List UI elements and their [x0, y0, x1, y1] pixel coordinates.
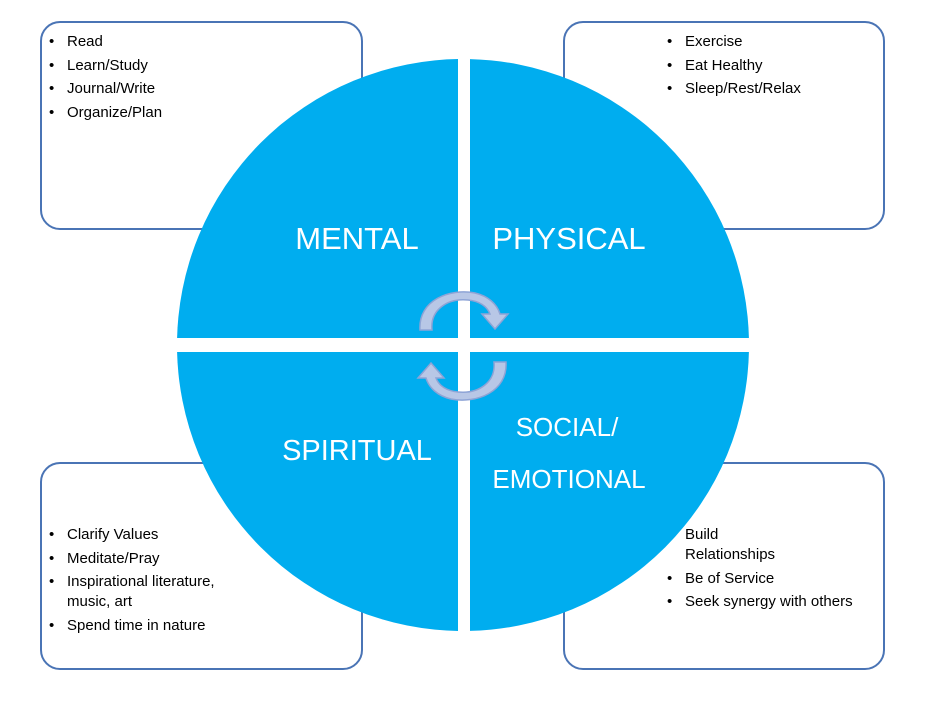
cycle-arrow-bottom-icon [416, 361, 507, 401]
list-item: •Seek synergy with others [667, 593, 853, 610]
physical-activity-list: •Exercise •Eat Healthy •Sleep/Rest/Relax [667, 32, 877, 103]
list-item: •Learn/Study [49, 56, 148, 74]
spiritual-activity-list: •Clarify Values •Meditate/Pray •Inspirat… [49, 525, 339, 639]
spiritual-quadrant [177, 352, 458, 631]
list-item: •Journal/Write [49, 80, 156, 97]
physical-quadrant [470, 59, 749, 338]
mental-quadrant [177, 59, 458, 338]
list-item: •Spend time in nature [49, 616, 206, 634]
social-label-line1: SOCIAL/ [516, 412, 619, 442]
social-emotional-quadrant [470, 352, 749, 631]
bullet-icon: • [49, 573, 55, 590]
bullet-icon: • [667, 56, 673, 74]
spiritual-label: SPIRITUAL [282, 435, 432, 467]
bullet-icon: • [667, 80, 673, 97]
bullet-icon: • [49, 526, 55, 543]
list-item: •Sleep/Rest/Relax [667, 80, 801, 97]
physical-label: PHYSICAL [492, 221, 645, 256]
list-item: Build Relationships [685, 526, 776, 563]
bullet-icon: • [49, 616, 55, 634]
bullet-icon: • [49, 103, 55, 121]
bullet-icon: • [49, 33, 55, 50]
list-item: •Exercise [667, 33, 743, 50]
mental-label: MENTAL [295, 221, 418, 256]
mental-activity-list: •Read •Learn/Study •Journal/Write •Organ… [49, 32, 339, 126]
list-item: •Meditate/Pray [49, 549, 160, 567]
cycle-arrow-top-icon [419, 291, 510, 331]
social-label-line2: EMOTIONAL [492, 464, 645, 494]
list-item: •Eat Healthy [667, 56, 763, 74]
list-item: •Inspirational literature, music, art [49, 573, 215, 610]
social-emotional-activity-list: Build Relationships •Be of Service •Seek… [667, 525, 882, 616]
list-item: •Organize/Plan [49, 103, 163, 121]
bullet-icon: • [667, 33, 673, 50]
list-item: •Be of Service [667, 569, 775, 587]
bullet-icon: • [49, 549, 55, 567]
list-item: •Clarify Values [49, 526, 159, 543]
bullet-icon: • [49, 80, 55, 97]
bullet-icon: • [667, 569, 673, 587]
bullet-icon: • [49, 56, 55, 74]
list-item: •Read [49, 33, 103, 50]
bullet-icon: • [667, 593, 673, 610]
